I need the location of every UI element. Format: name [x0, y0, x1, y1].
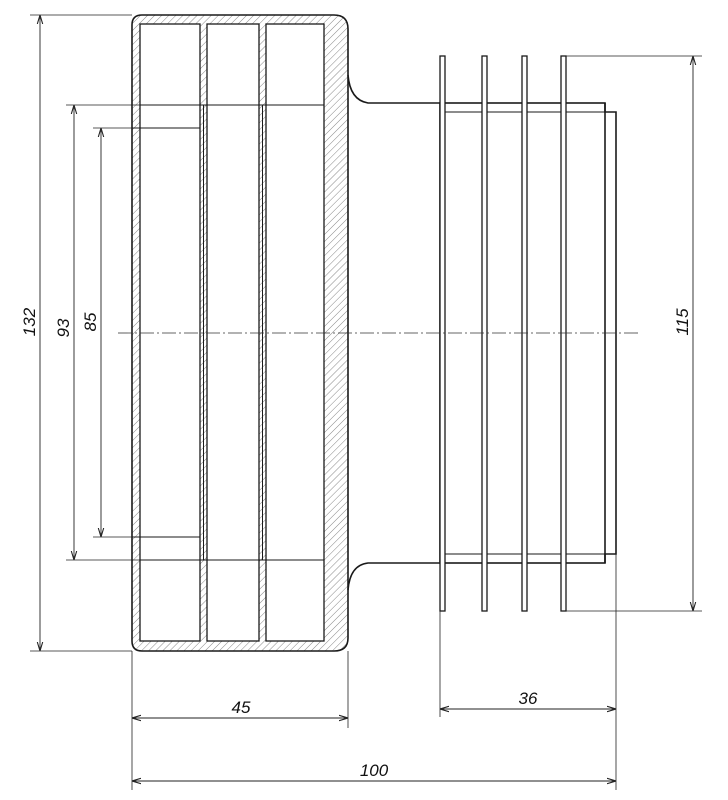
- spigot-fin-4: [560, 55, 567, 612]
- dim-label-36: 36: [519, 689, 538, 708]
- dim-label-115: 115: [673, 308, 692, 336]
- spigot-fin-3: [521, 55, 528, 612]
- spigot-fin-1: [439, 55, 446, 612]
- dim-label-132: 132: [20, 307, 39, 336]
- dim-label-93: 93: [54, 318, 73, 337]
- spigot-body: [347, 55, 617, 612]
- dim-label-100: 100: [360, 761, 389, 780]
- socket-body: [131, 14, 349, 652]
- neck-top: [347, 74, 440, 104]
- dim-label-45: 45: [232, 698, 251, 717]
- neck-bottom: [347, 562, 440, 591]
- socket-chamber-3: [265, 23, 325, 642]
- socket-chamber-2: [206, 23, 260, 642]
- socket-chamber-1: [139, 23, 201, 642]
- spigot-fin-2: [481, 55, 488, 612]
- dim-label-85: 85: [81, 312, 100, 331]
- extension-lines: [30, 14, 702, 790]
